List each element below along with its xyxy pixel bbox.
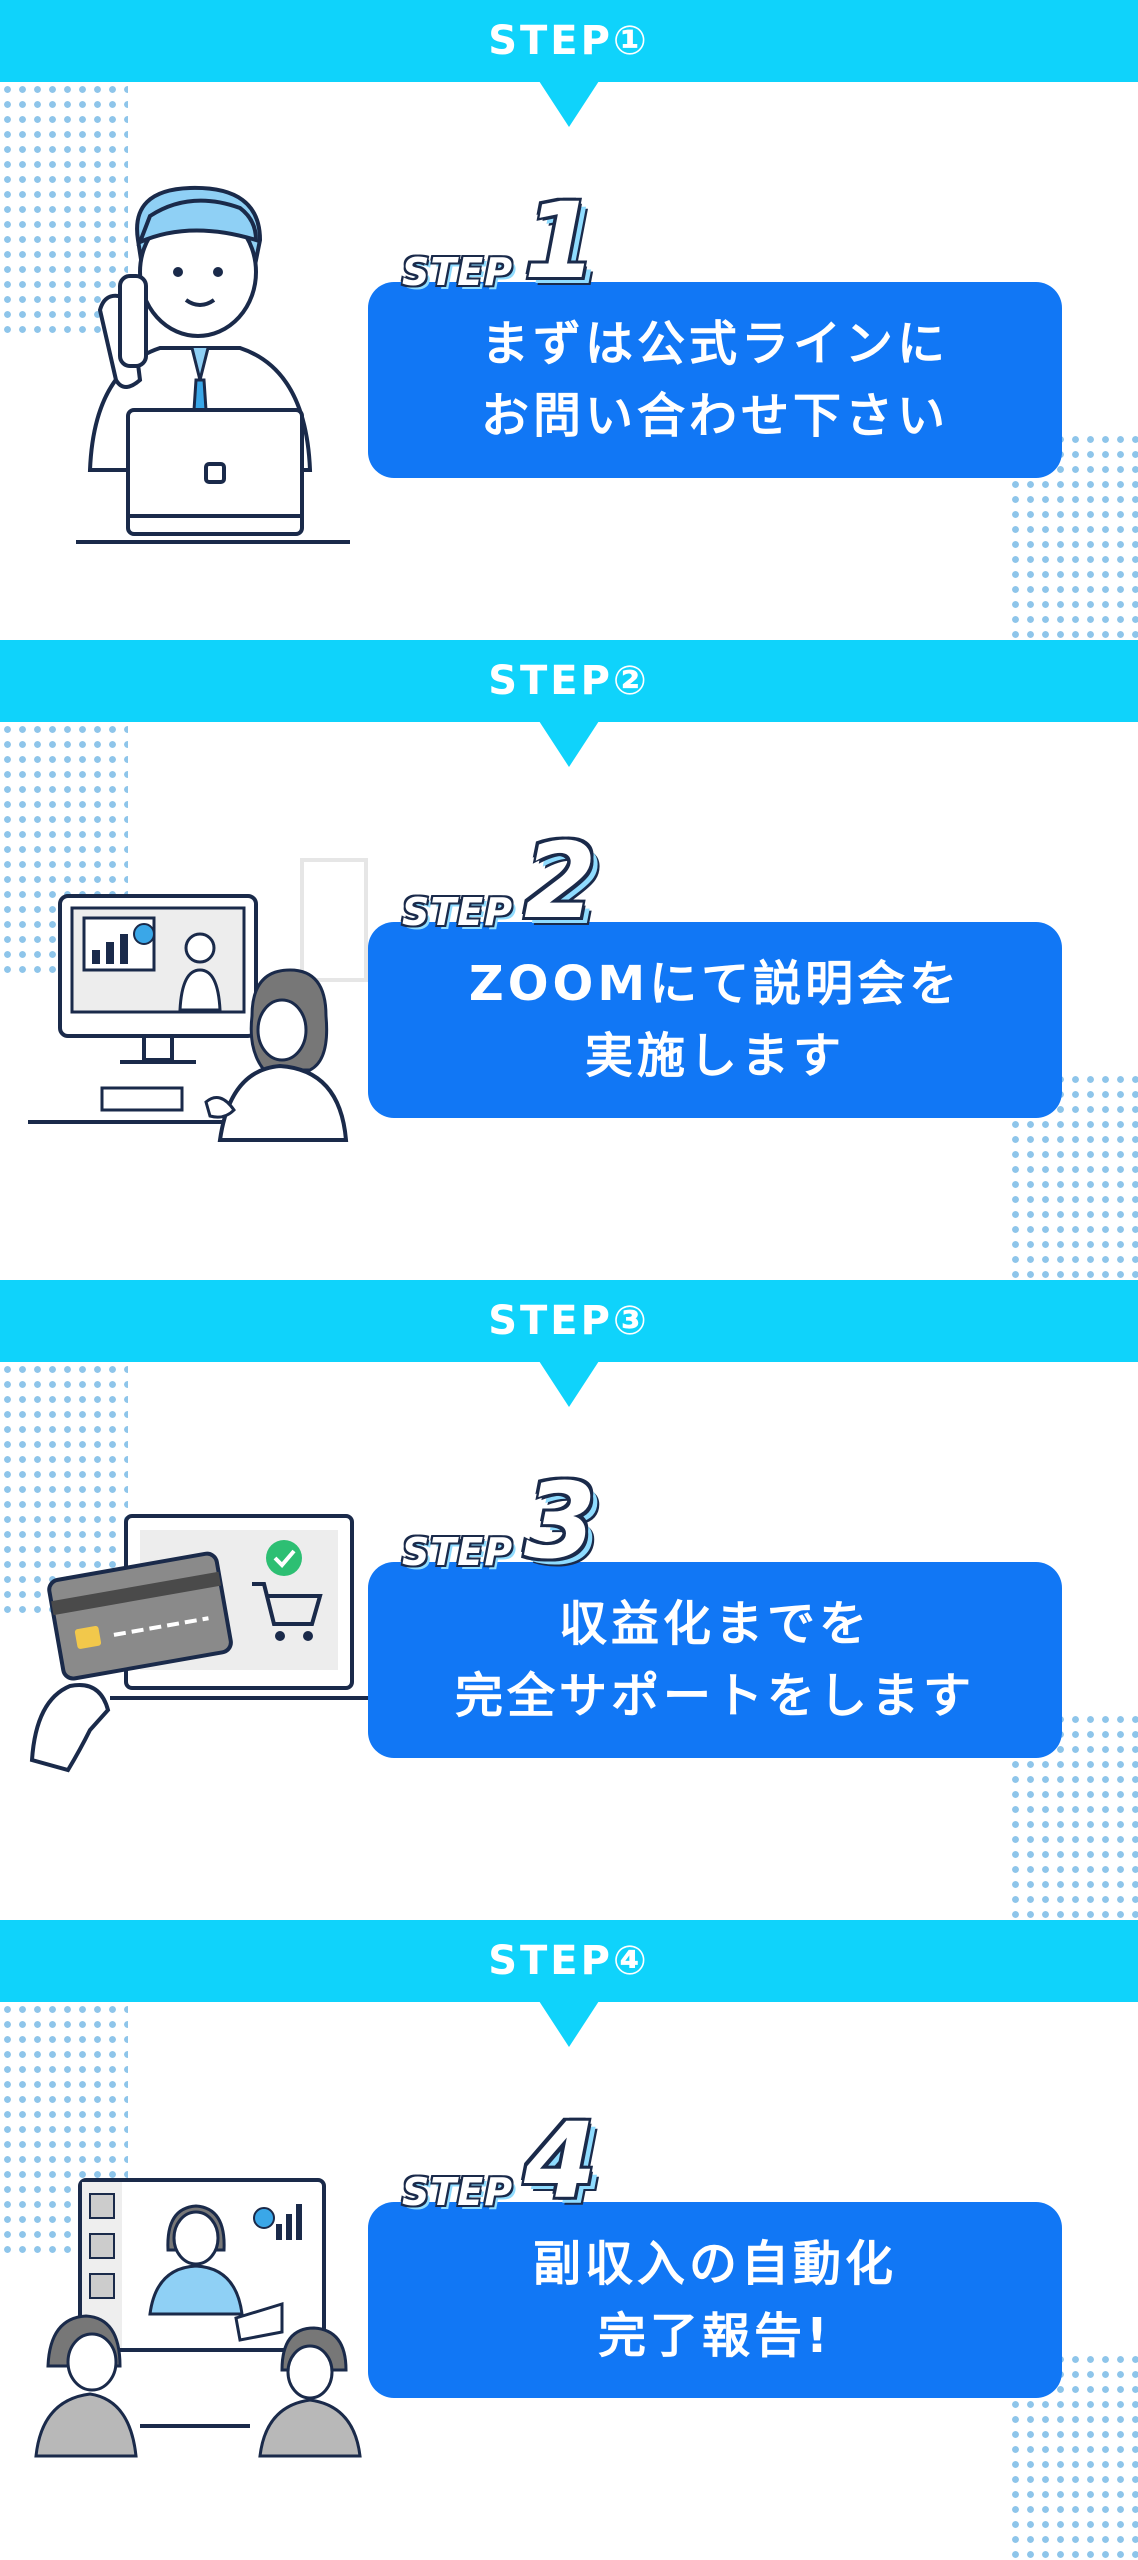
step-badge-word: STEP bbox=[402, 1530, 514, 1574]
step-badge-number: 2 bbox=[524, 820, 597, 942]
message-line: 完了報告! bbox=[598, 2308, 832, 2364]
step-section-3: STEP③ 収益化までを 完全サポートをします STEP 3 bbox=[0, 1280, 1138, 1920]
step-header-title: STEP③ bbox=[488, 1298, 650, 1344]
step-section-4: STEP④ 副収入の自動化 完了報告! STEP 4 bbox=[0, 1920, 1138, 2560]
message-line: 副収入の自動化 bbox=[532, 2236, 897, 2292]
step-badge-number: 3 bbox=[524, 1460, 597, 1582]
message-line: ZOOMにて説明会を bbox=[468, 956, 962, 1012]
step-header-title: STEP① bbox=[488, 18, 650, 64]
message-line: 完全サポートをします bbox=[454, 1668, 975, 1724]
step-badge-word: STEP bbox=[402, 2170, 514, 2214]
step-message-bubble: まずは公式ラインに お問い合わせ下さい bbox=[368, 282, 1062, 478]
step-badge: STEP 2 bbox=[402, 820, 632, 942]
online-group-meeting-icon bbox=[34, 2178, 362, 2458]
step-badge-number: 1 bbox=[524, 180, 597, 302]
step-section-2: STEP② ZOOMにて説明会を 実施します STEP 2 bbox=[0, 640, 1138, 1280]
step-message-bubble: ZOOMにて説明会を 実施します bbox=[368, 922, 1062, 1118]
step-badge-word: STEP bbox=[402, 890, 514, 934]
step-badge-number: 4 bbox=[524, 2100, 597, 2222]
down-arrow-icon bbox=[539, 721, 599, 767]
step-header-bar: STEP④ bbox=[0, 1920, 1138, 2002]
step-header-title: STEP② bbox=[488, 658, 650, 704]
credit-card-online-shopping-icon bbox=[29, 1514, 370, 1773]
down-arrow-icon bbox=[539, 1361, 599, 1407]
step-section-1: STEP① まずは公式ラインに お問い合わせ下さい STEP 1 bbox=[0, 0, 1138, 640]
down-arrow-icon bbox=[539, 2001, 599, 2047]
video-meeting-presentation-icon bbox=[28, 858, 368, 1142]
step-header-title: STEP④ bbox=[488, 1938, 650, 1984]
step-badge: STEP 1 bbox=[402, 180, 632, 302]
step-message-bubble: 副収入の自動化 完了報告! bbox=[368, 2202, 1062, 2398]
step-message-bubble: 収益化までを 完全サポートをします bbox=[368, 1562, 1062, 1758]
message-line: 収益化までを bbox=[558, 1596, 871, 1652]
step-header-bar: STEP① bbox=[0, 0, 1138, 82]
step-badge: STEP 3 bbox=[402, 1460, 632, 1582]
step-badge: STEP 4 bbox=[402, 2100, 632, 2222]
step-header-bar: STEP② bbox=[0, 640, 1138, 722]
step-badge-word: STEP bbox=[402, 250, 514, 294]
message-line: お問い合わせ下さい bbox=[480, 388, 949, 444]
dot-pattern bbox=[0, 82, 128, 338]
message-line: 実施します bbox=[584, 1028, 845, 1084]
step-header-bar: STEP③ bbox=[0, 1280, 1138, 1362]
message-line: まずは公式ラインに bbox=[480, 316, 949, 372]
down-arrow-icon bbox=[539, 81, 599, 127]
man-on-phone-with-laptop-icon bbox=[76, 185, 350, 544]
